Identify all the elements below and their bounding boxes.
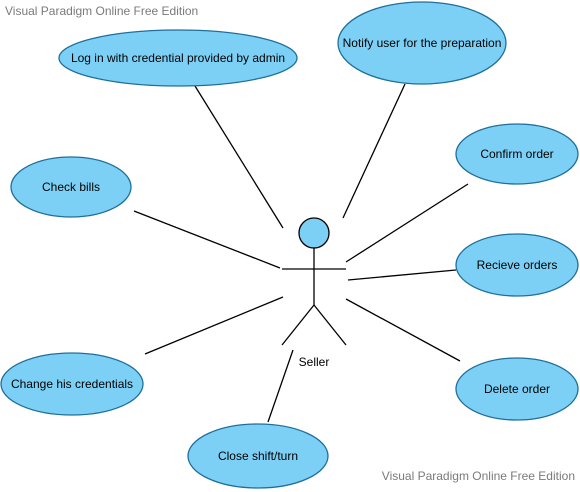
usecase-close-shift-shape bbox=[187, 423, 329, 489]
usecase-change-credentials-label: Change his credentials bbox=[11, 377, 133, 391]
usecase-confirm-order-label: Confirm order bbox=[480, 147, 553, 161]
usecase-check-bills-shape bbox=[10, 156, 132, 218]
usecase-recieve-orders-label: Recieve orders bbox=[477, 258, 558, 272]
usecase-confirm-order-shape bbox=[455, 123, 579, 185]
usecase-close-shift-label: Close shift/turn bbox=[218, 449, 298, 463]
usecase-login[interactable]: Log in with credential provided by admin bbox=[58, 29, 298, 87]
watermark-top: Visual Paradigm Online Free Edition bbox=[5, 4, 199, 18]
association-confirm-order bbox=[345, 183, 469, 263]
usecase-notify-label: Notify user for the preparation bbox=[343, 36, 502, 50]
usecase-delete-order-shape bbox=[455, 357, 579, 421]
usecase-login-label: Log in with credential provided by admin bbox=[71, 51, 285, 65]
usecase-delete-order-label: Delete order bbox=[484, 382, 550, 396]
actor-right-leg bbox=[313, 304, 347, 346]
usecase-change-credentials-shape bbox=[0, 352, 144, 416]
actor-head bbox=[298, 217, 330, 249]
association-check-bills bbox=[133, 210, 281, 269]
usecase-notify-shape bbox=[337, 1, 507, 85]
actor-seller[interactable]: Seller bbox=[281, 217, 347, 369]
usecase-check-bills-label: Check bills bbox=[42, 180, 100, 194]
association-notify bbox=[342, 83, 406, 219]
association-recieve-orders bbox=[347, 269, 457, 281]
usecase-check-bills[interactable]: Check bills bbox=[10, 156, 132, 218]
association-close-shift bbox=[267, 349, 294, 423]
usecase-recieve-orders-shape bbox=[455, 233, 579, 297]
watermark-bottom: Visual Paradigm Online Free Edition bbox=[381, 469, 575, 483]
usecase-change-credentials[interactable]: Change his credentials bbox=[0, 352, 144, 416]
actor-label: Seller bbox=[299, 355, 330, 369]
associations bbox=[133, 83, 469, 423]
association-login bbox=[194, 85, 284, 229]
actor-left-leg bbox=[281, 304, 315, 346]
usecase-close-shift[interactable]: Close shift/turn bbox=[187, 423, 329, 489]
usecase-notify[interactable]: Notify user for the preparation bbox=[337, 1, 507, 85]
usecase-login-shape bbox=[58, 29, 298, 87]
usecase-delete-order[interactable]: Delete order bbox=[455, 357, 579, 421]
association-change-credentials bbox=[144, 296, 284, 355]
association-delete-order bbox=[345, 298, 461, 362]
usecase-recieve-orders[interactable]: Recieve orders bbox=[455, 233, 579, 297]
usecase-confirm-order[interactable]: Confirm order bbox=[455, 123, 579, 185]
